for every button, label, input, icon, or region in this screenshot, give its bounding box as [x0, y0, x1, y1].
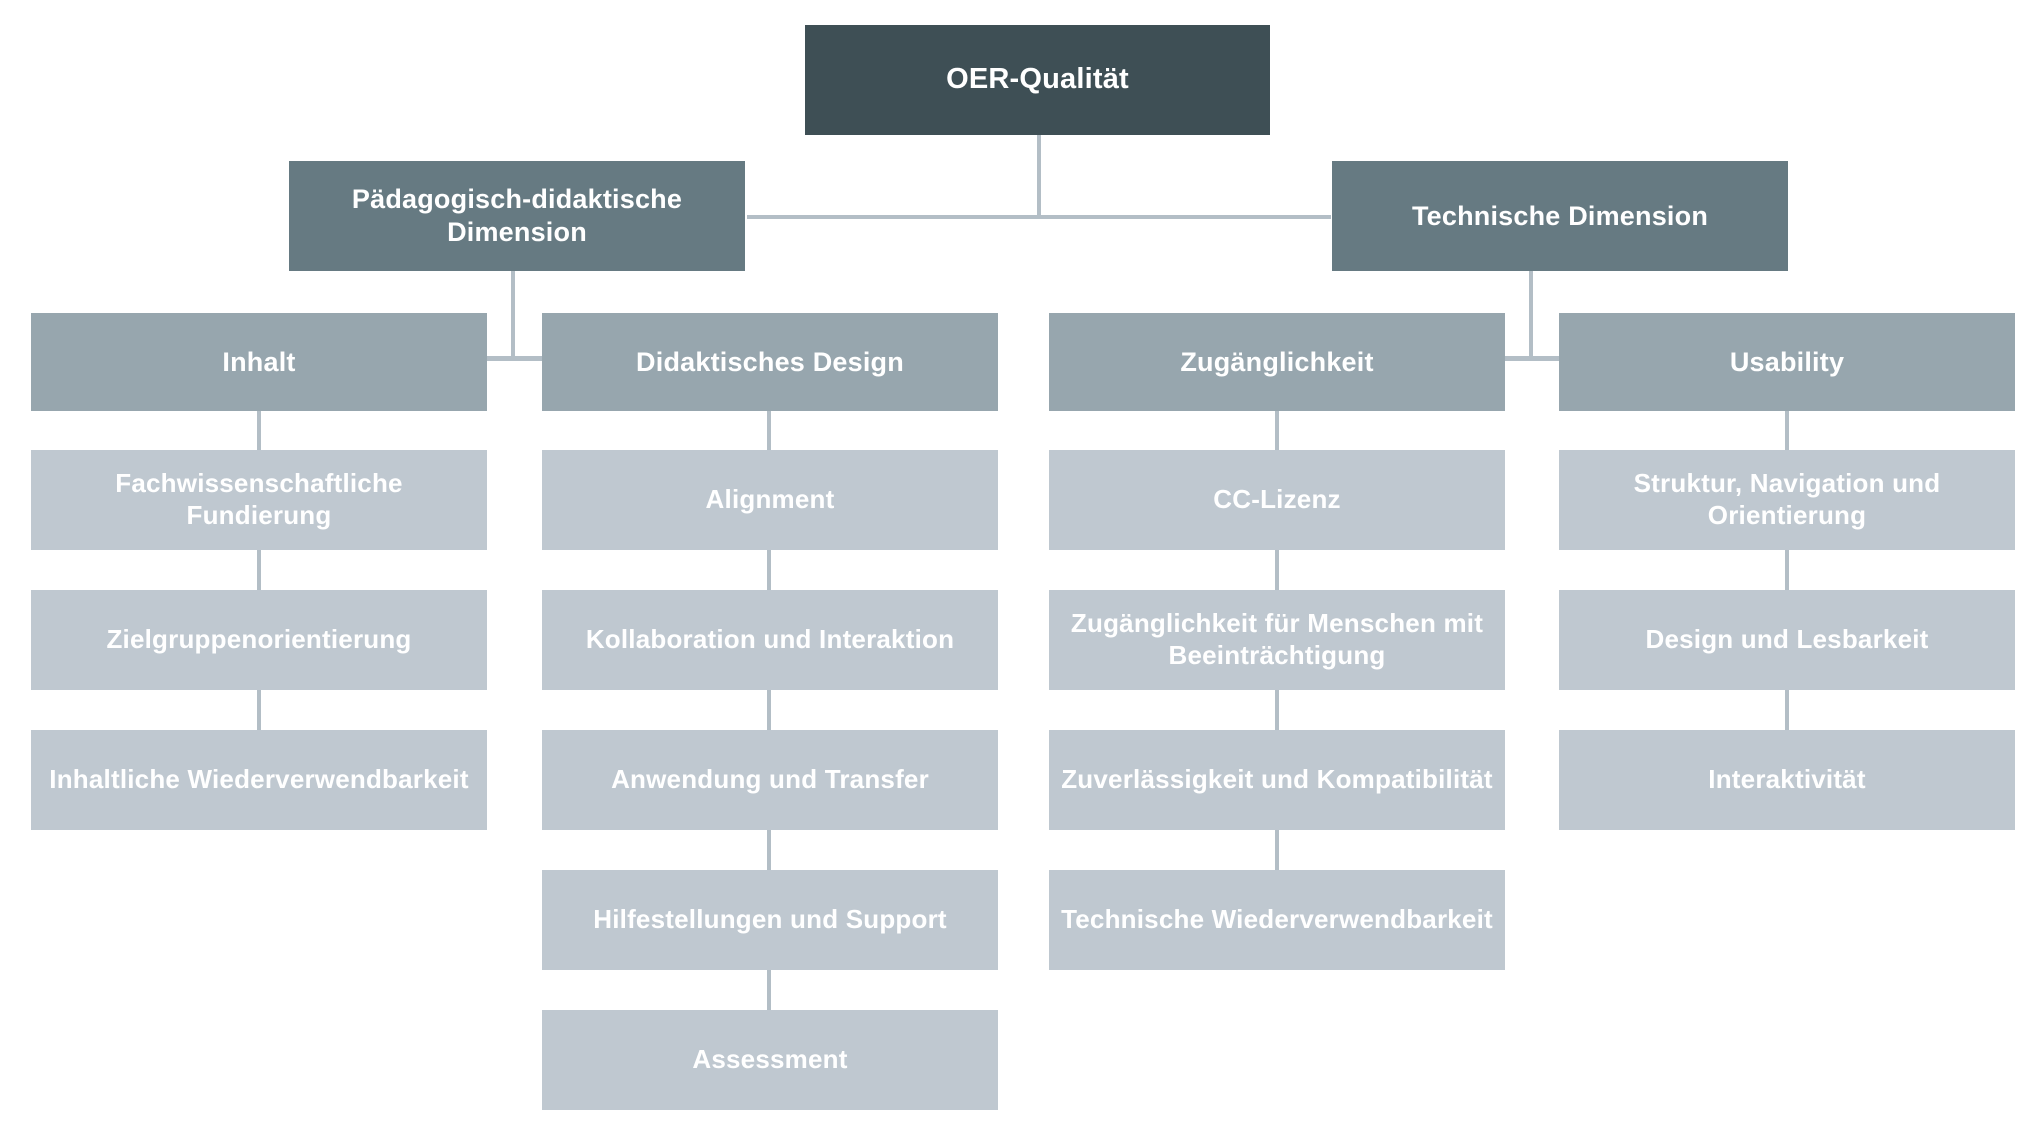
- connector-usability-1: [1785, 410, 1789, 450]
- node-label: Zielgruppenorientierung: [106, 624, 412, 655]
- connector-zugaenglichkeit-3: [1275, 690, 1279, 730]
- node-label: Interaktivität: [1708, 764, 1866, 795]
- node-label: Didaktisches Design: [636, 346, 904, 377]
- node-dimension-paedagogisch[interactable]: Pädagogisch-didaktische Dimension: [289, 161, 745, 271]
- node-label: Hilfestellungen und Support: [593, 904, 947, 935]
- node-criterion-interaktivitaet[interactable]: Interaktivität: [1559, 730, 2015, 830]
- node-label: Struktur, Navigation und Orientierung: [1633, 468, 1941, 530]
- connector-zugaenglichkeit-2: [1275, 550, 1279, 590]
- node-label: Zugänglichkeit für Menschen mit Beeinträ…: [1070, 608, 1484, 670]
- node-criterion-zielgruppenorientierung[interactable]: Zielgruppenorientierung: [31, 590, 487, 690]
- node-label: Assessment: [692, 1044, 848, 1075]
- connector-usability-2: [1785, 550, 1789, 590]
- node-criterion-cc-lizenz[interactable]: CC-Lizenz: [1049, 450, 1505, 550]
- node-criterion-design-und-lesbarkeit[interactable]: Design und Lesbarkeit: [1559, 590, 2015, 690]
- node-label: Zugänglichkeit: [1180, 346, 1374, 377]
- connector-technisch-stem: [1529, 270, 1533, 360]
- node-label: Zuverlässigkeit und Kompatibilität: [1061, 764, 1493, 795]
- node-label: Anwendung und Transfer: [611, 764, 929, 795]
- connector-didaktisches-design-1: [767, 410, 771, 450]
- connector-didaktisches-design-3: [767, 690, 771, 730]
- connector-didaktisches-design-4: [767, 830, 771, 870]
- connector-technisch-bus: [1277, 356, 1787, 361]
- node-criterion-hilfestellungen-und-support[interactable]: Hilfestellungen und Support: [542, 870, 998, 970]
- node-label: Pädagogisch-didaktische Dimension: [351, 184, 683, 247]
- node-category-usability[interactable]: Usability: [1559, 313, 2015, 411]
- connector-dimensions-bus: [747, 215, 1331, 219]
- node-criterion-alignment[interactable]: Alignment: [542, 450, 998, 550]
- node-category-zugaenglichkeit[interactable]: Zugänglichkeit: [1049, 313, 1505, 411]
- node-criterion-anwendung-und-transfer[interactable]: Anwendung und Transfer: [542, 730, 998, 830]
- connector-root-stem: [1037, 135, 1041, 217]
- connector-usability-3: [1785, 690, 1789, 730]
- node-label: Fachwissenschaftliche Fundierung: [115, 468, 403, 530]
- connector-zugaenglichkeit-1: [1275, 410, 1279, 450]
- node-dimension-technisch[interactable]: Technische Dimension: [1332, 161, 1788, 271]
- node-criterion-assessment[interactable]: Assessment: [542, 1010, 998, 1110]
- node-root-oer-qualitaet[interactable]: OER-Qualität: [805, 25, 1270, 135]
- connector-paedagogisch-stem: [511, 270, 515, 360]
- node-label: Inhalt: [222, 346, 296, 377]
- connector-inhalt-3: [257, 690, 261, 730]
- node-label: Kollaboration und Interaktion: [585, 624, 955, 655]
- node-label: Design und Lesbarkeit: [1645, 624, 1929, 655]
- node-category-didaktisches-design[interactable]: Didaktisches Design: [542, 313, 998, 411]
- connector-inhalt-1: [257, 410, 261, 450]
- node-label: CC-Lizenz: [1213, 484, 1341, 515]
- node-criterion-kollaboration-und-interaktion[interactable]: Kollaboration und Interaktion: [542, 590, 998, 690]
- node-label: OER-Qualität: [946, 63, 1129, 96]
- node-criterion-technische-wiederverwendbarkeit[interactable]: Technische Wiederverwendbarkeit: [1049, 870, 1505, 970]
- node-criterion-fachwissenschaftliche-fundierung[interactable]: Fachwissenschaftliche Fundierung: [31, 450, 487, 550]
- node-criterion-inhaltliche-wiederverwendbarkeit[interactable]: Inhaltliche Wiederverwendbarkeit: [31, 730, 487, 830]
- node-label: Inhaltliche Wiederverwendbarkeit: [49, 764, 469, 795]
- connector-inhalt-2: [257, 550, 261, 590]
- connector-paedagogisch-bus: [259, 356, 769, 361]
- node-category-inhalt[interactable]: Inhalt: [31, 313, 487, 411]
- node-criterion-zuverlaessigkeit-und-kompatibilitaet[interactable]: Zuverlässigkeit und Kompatibilität: [1049, 730, 1505, 830]
- connector-didaktisches-design-5: [767, 970, 771, 1010]
- node-criterion-zugaenglichkeit-beeintraechtigung[interactable]: Zugänglichkeit für Menschen mit Beeinträ…: [1049, 590, 1505, 690]
- connector-zugaenglichkeit-4: [1275, 830, 1279, 870]
- connector-didaktisches-design-2: [767, 550, 771, 590]
- node-label: Usability: [1729, 346, 1845, 377]
- node-criterion-struktur-navigation-orientierung[interactable]: Struktur, Navigation und Orientierung: [1559, 450, 2015, 550]
- node-label: Alignment: [705, 484, 835, 515]
- node-label: Technische Dimension: [1411, 200, 1709, 231]
- node-label: Technische Wiederverwendbarkeit: [1061, 904, 1493, 935]
